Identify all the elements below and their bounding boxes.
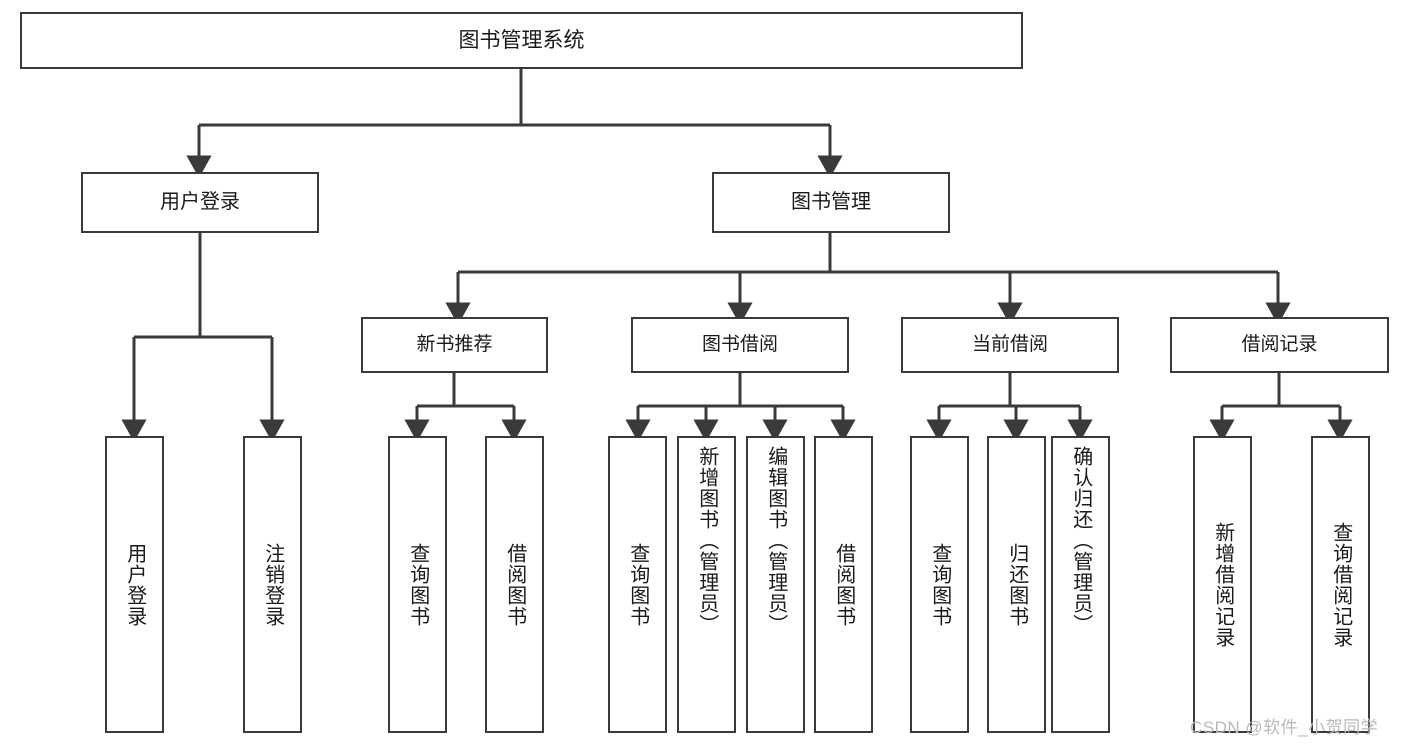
- node-user-login-label: 用户登录: [160, 191, 240, 214]
- leaf-current-return-book-label: 归还图书: [1005, 542, 1028, 627]
- leaf-current-return-book[interactable]: 归还图书: [987, 436, 1046, 733]
- leaf-recommend-borrow-book[interactable]: 借阅图书: [485, 436, 544, 733]
- leaf-recommend-query-book[interactable]: 查询图书: [388, 436, 447, 733]
- node-borrow-record[interactable]: 借阅记录: [1170, 317, 1389, 373]
- leaf-current-confirm-return-admin-label: 确认归还（管理员）: [1069, 446, 1092, 635]
- leaf-borrow-edit-book-admin[interactable]: 编辑图书（管理员）: [746, 436, 805, 733]
- node-new-book-recommend[interactable]: 新书推荐: [361, 317, 548, 373]
- leaf-borrow-add-book-admin-label: 新增图书（管理员）: [695, 446, 718, 635]
- node-book-management-label: 图书管理: [791, 191, 871, 214]
- leaf-recommend-query-book-label: 查询图书: [406, 542, 429, 627]
- leaf-recommend-borrow-book-label: 借阅图书: [503, 542, 526, 627]
- leaf-borrow-borrow-book[interactable]: 借阅图书: [814, 436, 873, 733]
- leaf-borrow-query-book-label: 查询图书: [626, 542, 649, 627]
- leaf-current-confirm-return-admin[interactable]: 确认归还（管理员）: [1051, 436, 1110, 733]
- node-current-borrow[interactable]: 当前借阅: [901, 317, 1119, 373]
- leaf-record-query-record-label: 查询借阅记录: [1329, 521, 1352, 648]
- leaf-user-login[interactable]: 用户登录: [105, 436, 164, 733]
- leaf-borrow-edit-book-admin-label: 编辑图书（管理员）: [764, 446, 787, 635]
- leaf-borrow-add-book-admin[interactable]: 新增图书（管理员）: [677, 436, 736, 733]
- leaf-current-query-book[interactable]: 查询图书: [910, 436, 969, 733]
- leaf-record-add-record[interactable]: 新增借阅记录: [1193, 436, 1252, 733]
- node-user-login[interactable]: 用户登录: [81, 172, 319, 233]
- leaf-user-logout[interactable]: 注销登录: [243, 436, 302, 733]
- node-book-borrow[interactable]: 图书借阅: [631, 317, 849, 373]
- leaf-record-query-record[interactable]: 查询借阅记录: [1311, 436, 1370, 733]
- leaf-current-query-book-label: 查询图书: [928, 542, 951, 627]
- leaf-user-login-label: 用户登录: [123, 542, 146, 627]
- node-borrow-record-label: 借阅记录: [1241, 334, 1318, 356]
- node-current-borrow-label: 当前借阅: [971, 334, 1048, 356]
- leaf-borrow-borrow-book-label: 借阅图书: [832, 542, 855, 627]
- node-new-book-recommend-label: 新书推荐: [416, 334, 493, 356]
- leaf-user-logout-label: 注销登录: [261, 542, 284, 627]
- csdn-watermark: CSDN @软件_小贺同学: [1190, 718, 1379, 737]
- node-book-management[interactable]: 图书管理: [712, 172, 950, 233]
- node-book-borrow-label: 图书借阅: [701, 334, 778, 356]
- leaf-record-add-record-label: 新增借阅记录: [1211, 521, 1234, 648]
- node-root[interactable]: 图书管理系统: [20, 12, 1023, 69]
- leaf-borrow-query-book[interactable]: 查询图书: [608, 436, 667, 733]
- node-root-label: 图书管理系统: [458, 28, 585, 52]
